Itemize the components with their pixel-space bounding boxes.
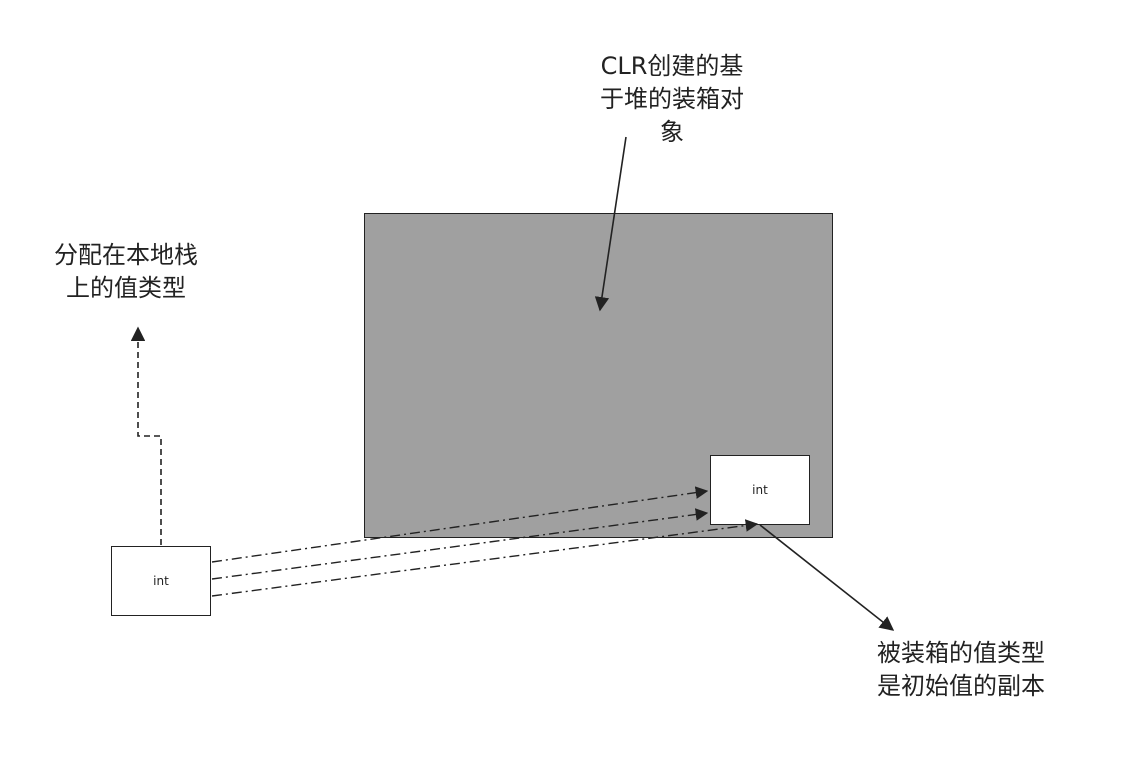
stack-value-caption: 分配在本地栈上的值类型 <box>54 241 198 302</box>
stack-int-box: int <box>111 546 211 616</box>
boxed-int-label: int <box>752 483 768 497</box>
heap-caption-arrow <box>594 136 627 312</box>
stack-int-label: int <box>153 574 169 588</box>
boxed-int-box: int <box>710 455 810 525</box>
boxed-copy-caption: 被装箱的值类型是初始值的副本 <box>877 639 1045 700</box>
copy-arrow-bottom <box>211 519 759 597</box>
copy-arrow-top <box>211 486 709 563</box>
stack-caption-arrow <box>130 326 162 545</box>
heap-object-caption: CLR创建的基于堆的装箱对象 <box>600 52 744 146</box>
boxed-caption-arrow <box>759 524 895 631</box>
copy-arrow-middle <box>211 508 709 580</box>
